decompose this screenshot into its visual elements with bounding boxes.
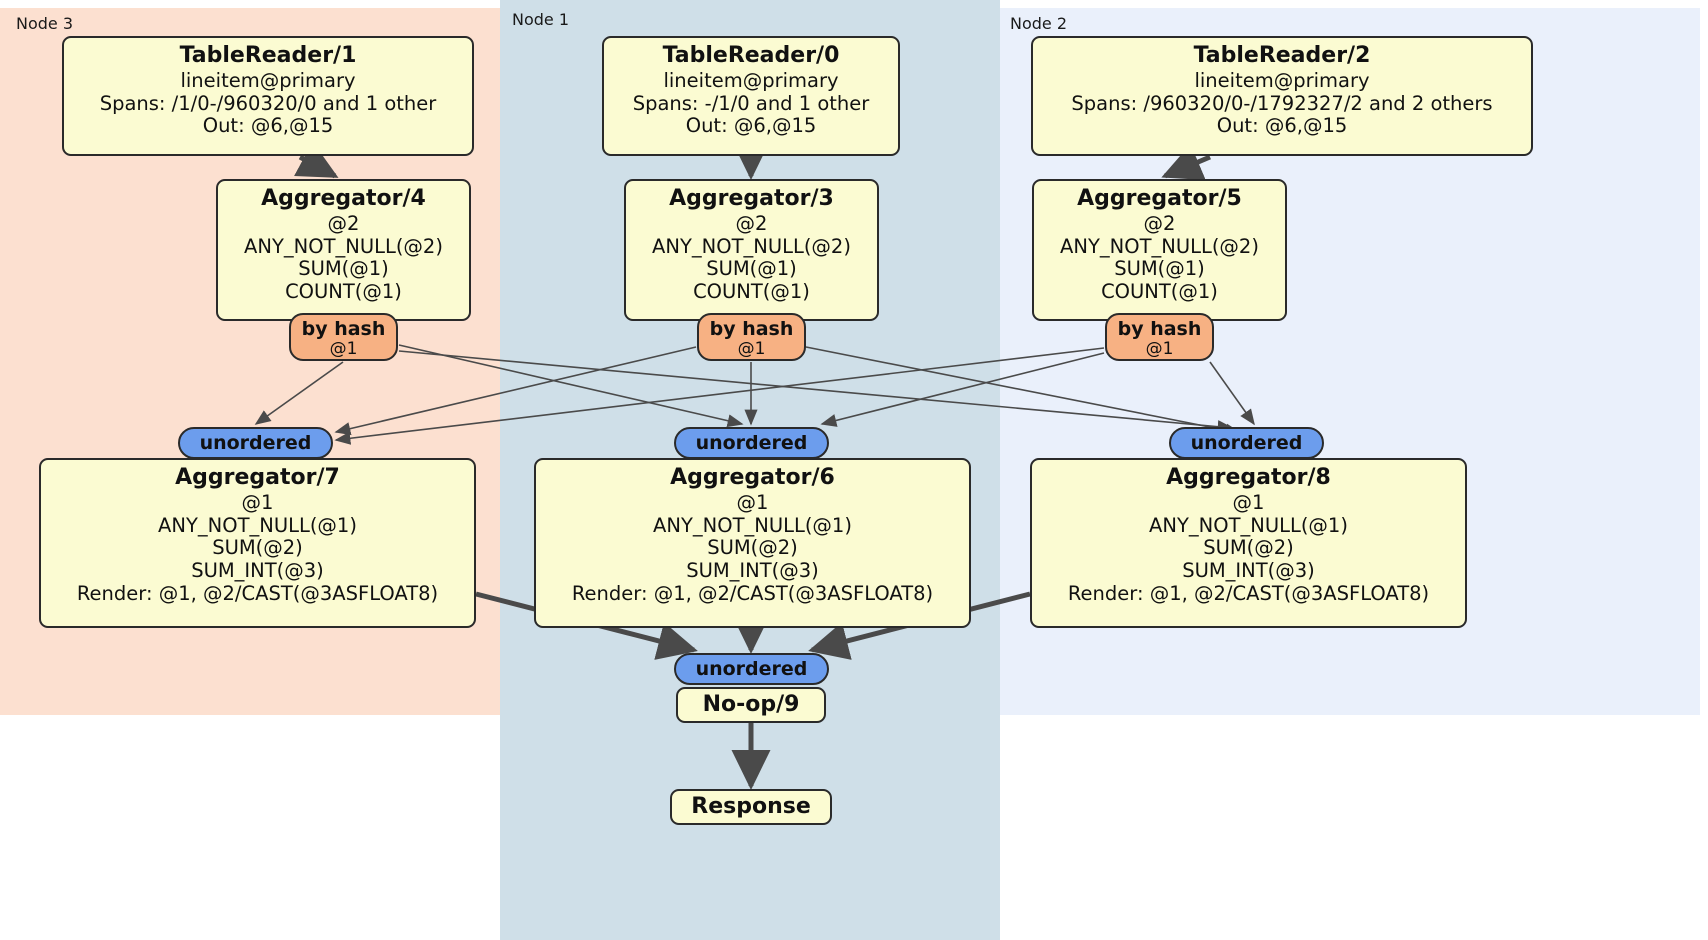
- router-column: @1: [329, 338, 358, 359]
- processor-aggregator-7[interactable]: Aggregator/7 @1 ANY_NOT_NULL(@1) SUM(@2)…: [39, 458, 476, 628]
- sync-label: unordered: [695, 657, 808, 680]
- processor-title: TableReader/1: [179, 43, 357, 68]
- processor-detail: SUM_INT(@3): [686, 559, 819, 583]
- processor-detail: SUM(@2): [1203, 536, 1294, 560]
- processor-detail: SUM_INT(@3): [1182, 559, 1315, 583]
- processor-aggregator-3[interactable]: Aggregator/3 @2 ANY_NOT_NULL(@2) SUM(@1)…: [624, 179, 879, 321]
- router-column: @1: [737, 338, 766, 359]
- processor-title: Aggregator/8: [1166, 465, 1331, 490]
- sync-label: unordered: [199, 431, 312, 454]
- input-sync-unordered-agg7[interactable]: unordered: [178, 427, 333, 459]
- input-sync-unordered-agg8[interactable]: unordered: [1169, 427, 1324, 459]
- processor-detail: ANY_NOT_NULL(@1): [653, 513, 852, 537]
- processor-aggregator-6[interactable]: Aggregator/6 @1 ANY_NOT_NULL(@1) SUM(@2)…: [534, 458, 971, 628]
- processor-detail: COUNT(@1): [693, 280, 810, 304]
- processor-detail: @1: [241, 490, 274, 514]
- processor-aggregator-4[interactable]: Aggregator/4 @2 ANY_NOT_NULL(@2) SUM(@1)…: [216, 179, 471, 321]
- node-panel-label-node2: Node 2: [1010, 14, 1068, 33]
- processor-detail: ANY_NOT_NULL(@1): [158, 513, 357, 537]
- processor-detail: ANY_NOT_NULL(@1): [1149, 513, 1348, 537]
- processor-detail: lineitem@primary: [180, 68, 356, 92]
- processor-title: TableReader/2: [1193, 43, 1371, 68]
- input-sync-unordered-noop9[interactable]: unordered: [674, 653, 829, 685]
- processor-detail: COUNT(@1): [1101, 280, 1218, 304]
- router-label: by hash: [301, 318, 386, 340]
- processor-aggregator-8[interactable]: Aggregator/8 @1 ANY_NOT_NULL(@1) SUM(@2)…: [1030, 458, 1467, 628]
- processor-title: Aggregator/5: [1077, 186, 1242, 211]
- processor-detail: Render: @1, @2/CAST(@3ASFLOAT8): [571, 582, 934, 606]
- node-panel-label-node3: Node 3: [16, 14, 74, 33]
- processor-detail: @1: [736, 490, 769, 514]
- processor-detail: Spans: /960320/0-/1792327/2 and 2 others: [1071, 91, 1493, 115]
- processor-title: Response: [691, 794, 811, 819]
- processor-detail: COUNT(@1): [285, 280, 402, 304]
- processor-detail: Out: @6,@15: [685, 114, 817, 138]
- processor-title: Aggregator/4: [261, 186, 426, 211]
- processor-title: Aggregator/6: [670, 465, 835, 490]
- processor-detail: SUM(@1): [1114, 257, 1205, 281]
- processor-title: Aggregator/3: [669, 186, 834, 211]
- processor-detail: SUM(@2): [212, 536, 303, 560]
- input-sync-unordered-agg6[interactable]: unordered: [674, 427, 829, 459]
- processor-detail: @2: [327, 211, 360, 235]
- processor-detail: Spans: /1/0-/960320/0 and 1 other: [99, 91, 437, 115]
- output-router-by-hash-agg4[interactable]: by hash @1: [289, 313, 398, 361]
- output-router-by-hash-agg3[interactable]: by hash @1: [697, 313, 806, 361]
- processor-detail: Render: @1, @2/CAST(@3ASFLOAT8): [76, 582, 439, 606]
- node-panel-label-node1: Node 1: [512, 10, 570, 29]
- processor-title: TableReader/0: [662, 43, 840, 68]
- processor-detail: lineitem@primary: [1194, 68, 1370, 92]
- processor-detail: @1: [1232, 490, 1265, 514]
- processor-tablereader-2[interactable]: TableReader/2 lineitem@primary Spans: /9…: [1031, 36, 1533, 156]
- processor-tablereader-1[interactable]: TableReader/1 lineitem@primary Spans: /1…: [62, 36, 474, 156]
- processor-response[interactable]: Response: [670, 789, 832, 825]
- router-label: by hash: [1117, 318, 1202, 340]
- processor-detail: SUM(@2): [707, 536, 798, 560]
- processor-detail: ANY_NOT_NULL(@2): [244, 234, 443, 258]
- sync-label: unordered: [1190, 431, 1303, 454]
- processor-detail: Spans: -/1/0 and 1 other: [632, 91, 870, 115]
- sync-label: unordered: [695, 431, 808, 454]
- processor-noop-9[interactable]: No-op/9: [676, 687, 826, 723]
- processor-detail: SUM(@1): [706, 257, 797, 281]
- router-label: by hash: [709, 318, 794, 340]
- processor-detail: ANY_NOT_NULL(@2): [652, 234, 851, 258]
- processor-title: Aggregator/7: [175, 465, 340, 490]
- processor-detail: Out: @6,@15: [202, 114, 334, 138]
- processor-detail: ANY_NOT_NULL(@2): [1060, 234, 1259, 258]
- processor-detail: SUM_INT(@3): [191, 559, 324, 583]
- processor-detail: Out: @6,@15: [1216, 114, 1348, 138]
- processor-detail: @2: [1143, 211, 1176, 235]
- processor-detail: lineitem@primary: [663, 68, 839, 92]
- output-router-by-hash-agg5[interactable]: by hash @1: [1105, 313, 1214, 361]
- processor-detail: Render: @1, @2/CAST(@3ASFLOAT8): [1067, 582, 1430, 606]
- processor-title: No-op/9: [702, 692, 800, 717]
- processor-tablereader-0[interactable]: TableReader/0 lineitem@primary Spans: -/…: [602, 36, 900, 156]
- processor-detail: @2: [735, 211, 768, 235]
- processor-detail: SUM(@1): [298, 257, 389, 281]
- router-column: @1: [1145, 338, 1174, 359]
- processor-aggregator-5[interactable]: Aggregator/5 @2 ANY_NOT_NULL(@2) SUM(@1)…: [1032, 179, 1287, 321]
